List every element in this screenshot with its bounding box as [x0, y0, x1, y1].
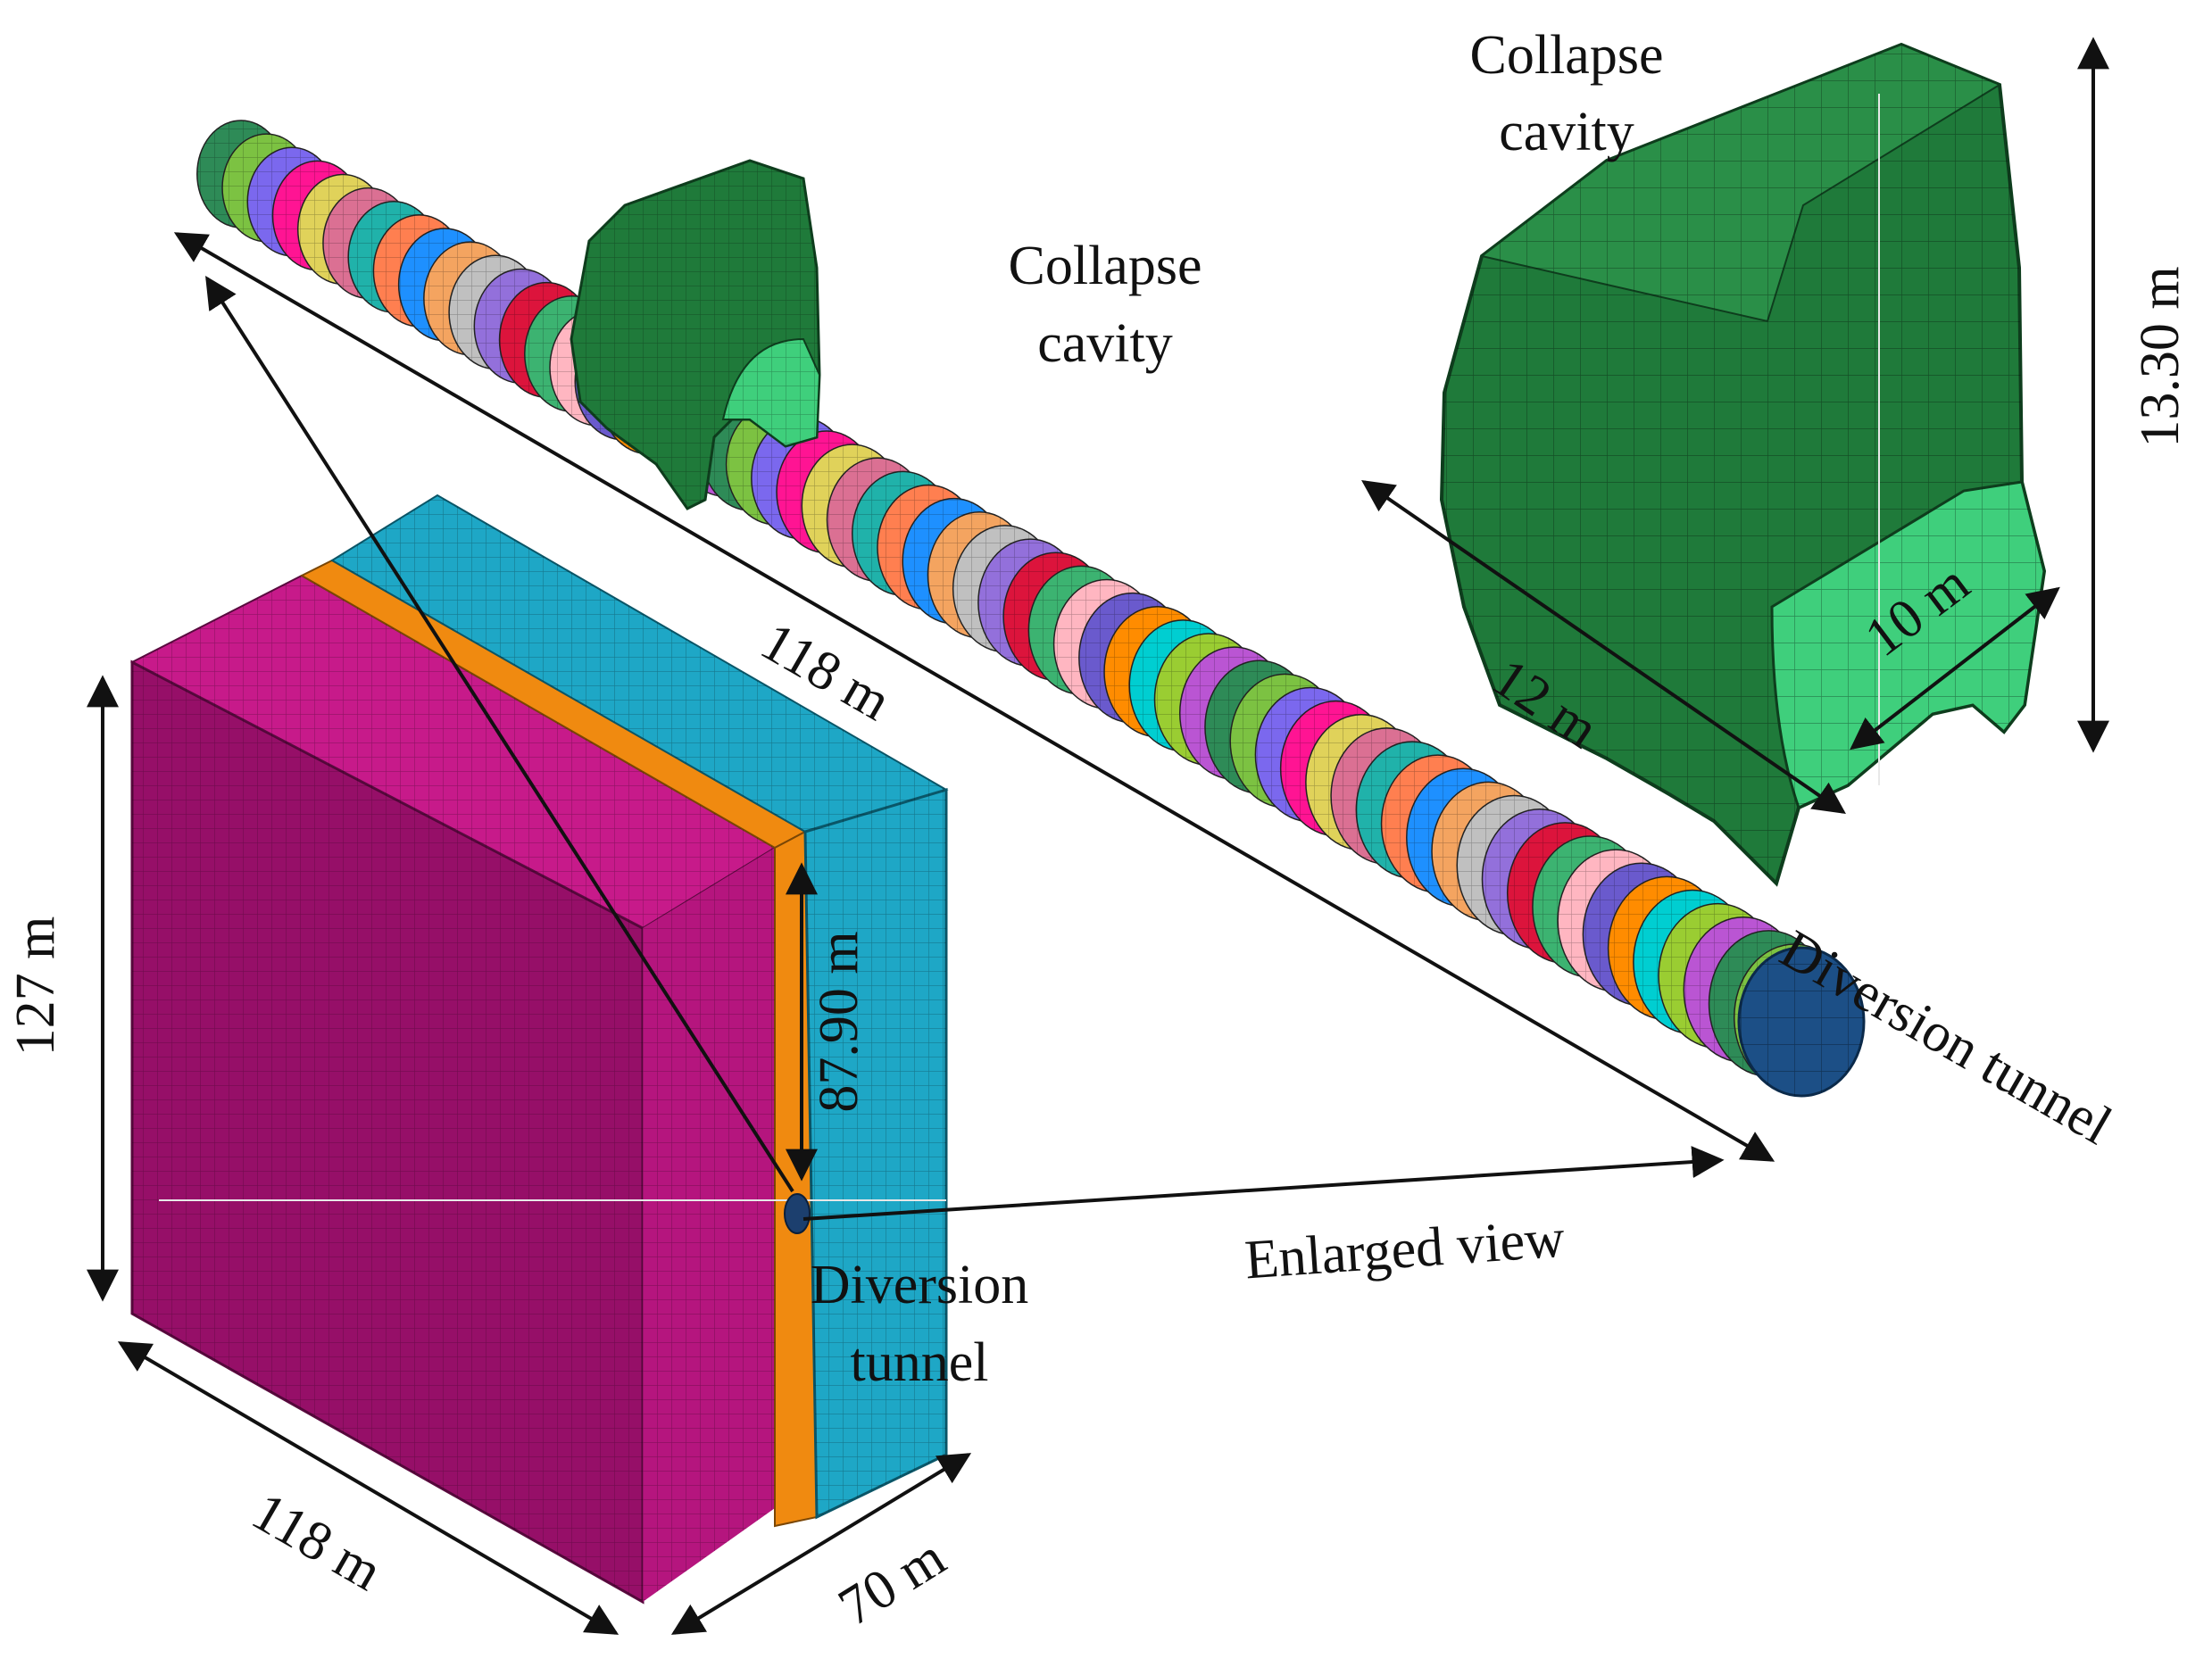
dimension-lines	[87, 37, 2109, 1635]
dim-cavity-width	[1850, 586, 2060, 751]
dim-block-length	[117, 1341, 620, 1635]
label-tunnel-depth: 87.90 m	[809, 931, 869, 1112]
tunnel-opening	[784, 1193, 811, 1234]
label-collapse-cavity-top: Collapse	[1470, 25, 1664, 86]
dim-cavity-length	[1361, 479, 1846, 815]
label-diversion-tunnel-block-2: tunnel	[851, 1332, 989, 1393]
zoom-line-left	[205, 275, 794, 1193]
label-block-height: 127 m	[5, 916, 66, 1057]
label-block-width: 70 m	[828, 1527, 956, 1638]
label-enlarged-view: Enlarged view	[1243, 1208, 1567, 1291]
label-block-length: 118 m	[242, 1481, 392, 1603]
collapse-cavity-enlarged	[1439, 42, 2047, 887]
label-collapse-cavity-mid: Collapse	[1009, 236, 1202, 296]
enlarged-view-arrow	[802, 1146, 1725, 1221]
label-collapse-cavity-top-2: cavity	[1499, 102, 1634, 162]
label-collapse-cavity-mid-2: cavity	[1037, 313, 1173, 374]
dim-block-width	[670, 1453, 972, 1635]
label-cavity-height: 13.30 m	[2130, 266, 2191, 447]
dim-tunnel-length	[173, 232, 1775, 1162]
label-diversion-tunnel-block: Diversion	[811, 1255, 1029, 1315]
